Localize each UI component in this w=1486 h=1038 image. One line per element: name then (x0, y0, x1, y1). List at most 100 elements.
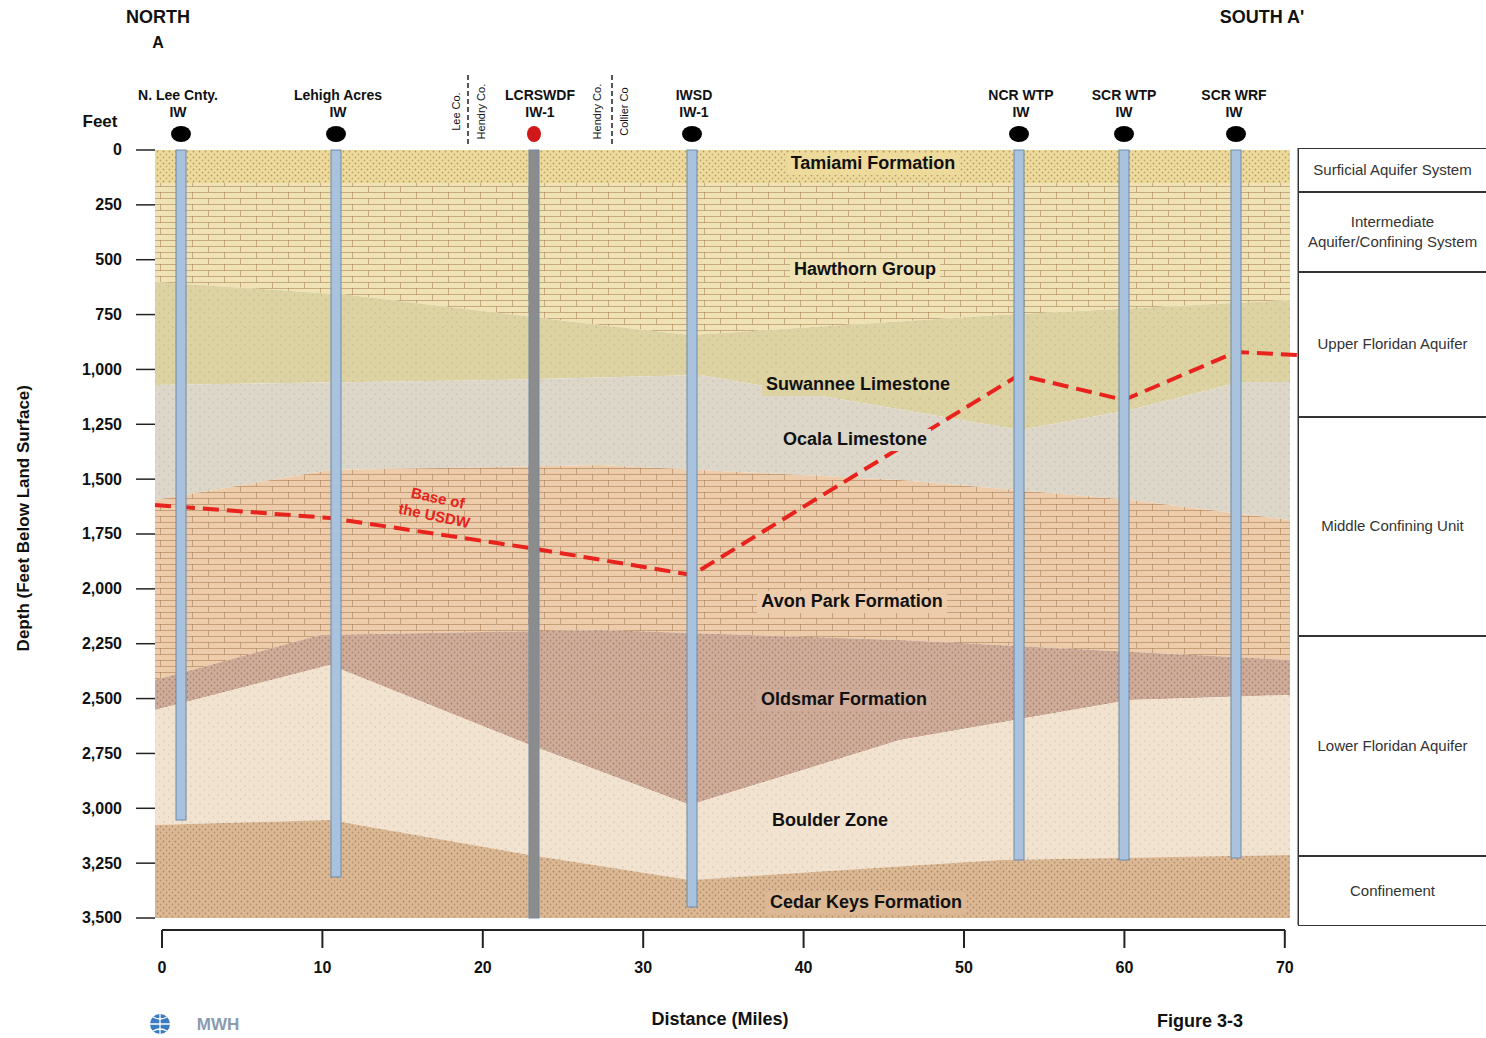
y-tick (136, 259, 155, 261)
unit-label: Surficial Aquifer System (1305, 158, 1479, 182)
text-label: 70 (1276, 958, 1294, 977)
unit-label: Confinement (1342, 879, 1443, 903)
county-line (611, 75, 613, 146)
text-label: Distance (Miles) (651, 1009, 788, 1031)
x-tick (803, 930, 805, 948)
rotated-label: Collier Co (617, 88, 630, 136)
text-label: 30 (634, 958, 652, 977)
text-label: SCR WTP IW (1082, 87, 1166, 121)
text-label: 0 (158, 958, 167, 977)
unit-box: Confinement (1298, 856, 1486, 926)
text-label: N. Lee Cnty. IW (132, 87, 224, 121)
y-tick (136, 808, 155, 810)
text-label: A (152, 33, 164, 52)
text-label: 250 (95, 195, 122, 214)
y-tick (136, 314, 155, 316)
text-label: 1,000 (82, 360, 122, 379)
text-label: 0 (113, 140, 122, 159)
y-tick (136, 478, 155, 480)
formation-name: Hawthorn Group (790, 259, 940, 281)
unit-label: Intermediate Aquifer/Confining System (1299, 210, 1486, 255)
rotated-label: Hendry Co. (591, 84, 604, 140)
x-tick (1123, 930, 1125, 948)
y-tick (136, 753, 155, 755)
x-tick (1284, 930, 1286, 948)
well-marker (326, 126, 346, 142)
x-axis (162, 929, 1285, 931)
well-marker (527, 126, 541, 142)
county-line (467, 75, 469, 146)
x-tick (642, 930, 644, 948)
text-label: 1,250 (82, 415, 122, 434)
well-marker (171, 126, 191, 142)
formation-name: Oldsmar Formation (757, 689, 931, 711)
text-label: 500 (95, 250, 122, 269)
unit-label: Middle Confining Unit (1313, 514, 1472, 538)
y-tick (136, 149, 155, 151)
injection-well (331, 150, 341, 877)
unit-label: Upper Floridan Aquifer (1309, 332, 1475, 356)
rotated-label: Hendry Co. (475, 84, 488, 140)
text-label: 20 (474, 958, 492, 977)
logo-lines (150, 1014, 170, 1034)
text-label: MWH (197, 1015, 239, 1035)
y-tick (136, 204, 155, 206)
unit-box: Middle Confining Unit (1298, 417, 1486, 636)
y-tick (136, 917, 155, 919)
text-label: LCRSWDF IW-1 (499, 87, 581, 121)
injection-well (529, 150, 539, 918)
unit-box: Intermediate Aquifer/Confining System (1298, 192, 1486, 272)
text-label: 2,000 (82, 579, 122, 598)
unit-box: Upper Floridan Aquifer (1298, 272, 1486, 417)
formation-name: Ocala Limestone (779, 429, 931, 451)
formation-name: Cedar Keys Formation (766, 892, 966, 914)
formation-name: Tamiami Formation (787, 153, 960, 175)
well-marker (1114, 126, 1134, 142)
y-tick (136, 862, 155, 864)
y-tick (136, 643, 155, 645)
text-label: 60 (1116, 958, 1134, 977)
x-tick (161, 930, 163, 948)
text-label: 3,000 (82, 799, 122, 818)
text-label: 40 (795, 958, 813, 977)
injection-well (687, 150, 697, 907)
text-label: 2,250 (82, 634, 122, 653)
unit-box: Surficial Aquifer System (1298, 148, 1486, 192)
text-label: 3,500 (82, 908, 122, 927)
formation-name: Boulder Zone (768, 810, 892, 832)
text-label: Lehigh Acres IW (286, 87, 390, 121)
injection-well (1231, 150, 1241, 858)
text-label: 1,500 (82, 470, 122, 489)
x-tick (482, 930, 484, 948)
text-label: 50 (955, 958, 973, 977)
y-tick (136, 424, 155, 426)
text-label: 750 (95, 305, 122, 324)
text-label: 1,750 (82, 524, 122, 543)
text-label: SOUTH A' (1220, 7, 1305, 29)
text-label: NORTH (126, 7, 190, 29)
formation-name: Suwannee Limestone (762, 374, 954, 396)
y-tick (136, 533, 155, 535)
x-tick (963, 930, 965, 948)
well-marker (682, 126, 702, 142)
text-label: SCR WRF IW (1192, 87, 1276, 121)
unit-box: Lower Floridan Aquifer (1298, 636, 1486, 856)
text-label: NCR WTP IW (979, 87, 1063, 121)
unit-label: Lower Floridan Aquifer (1309, 734, 1475, 758)
text-label: 2,500 (82, 689, 122, 708)
y-tick (136, 369, 155, 371)
text-label: 10 (314, 958, 332, 977)
logo-globe (150, 1014, 170, 1034)
rotated-label: Depth (Feet Below Land Surface) (14, 385, 34, 651)
formation-name: Avon Park Formation (757, 591, 946, 613)
text-label: Feet (83, 112, 118, 132)
well-marker (1009, 126, 1029, 142)
y-tick (136, 588, 155, 590)
y-tick (136, 698, 155, 700)
well-marker (1226, 126, 1246, 142)
injection-well (1014, 150, 1024, 860)
text-label: Figure 3-3 (1157, 1011, 1243, 1033)
x-tick (321, 930, 323, 948)
text-label: IWSD IW-1 (668, 87, 720, 121)
